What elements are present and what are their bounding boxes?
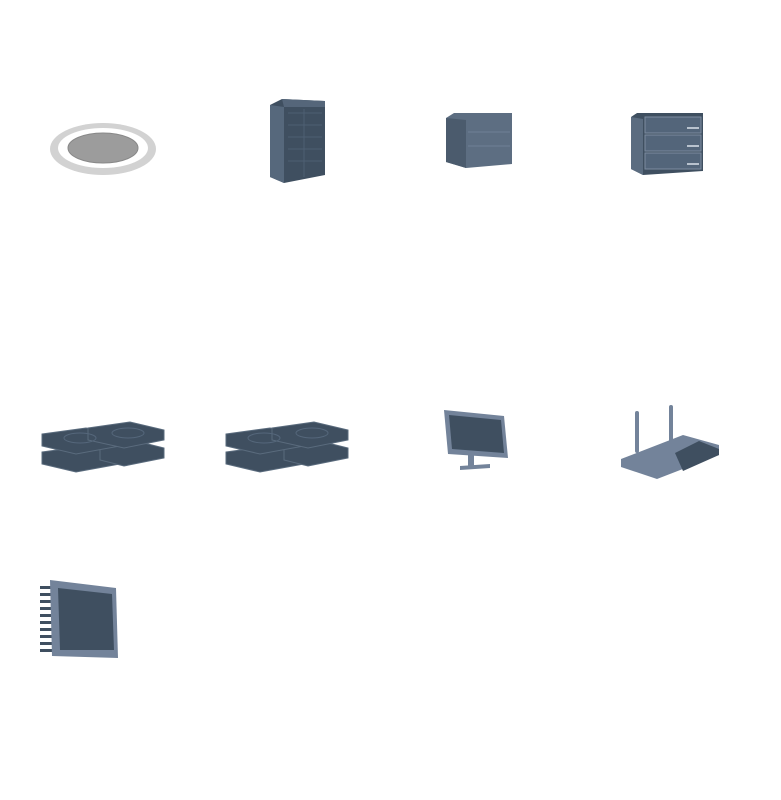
cpu-chip-icon[interactable] (38, 578, 122, 662)
hard-disk-stack-icon[interactable] (40, 420, 168, 476)
wireless-router-icon[interactable] (619, 403, 723, 481)
tower-server-icon[interactable] (268, 97, 328, 185)
hard-disk-stack-icon[interactable] (224, 420, 352, 476)
monitor-icon[interactable] (442, 408, 512, 474)
disc-icon[interactable] (48, 120, 160, 178)
rack-server-icon[interactable] (629, 111, 707, 179)
storage-box-icon[interactable] (444, 110, 514, 172)
